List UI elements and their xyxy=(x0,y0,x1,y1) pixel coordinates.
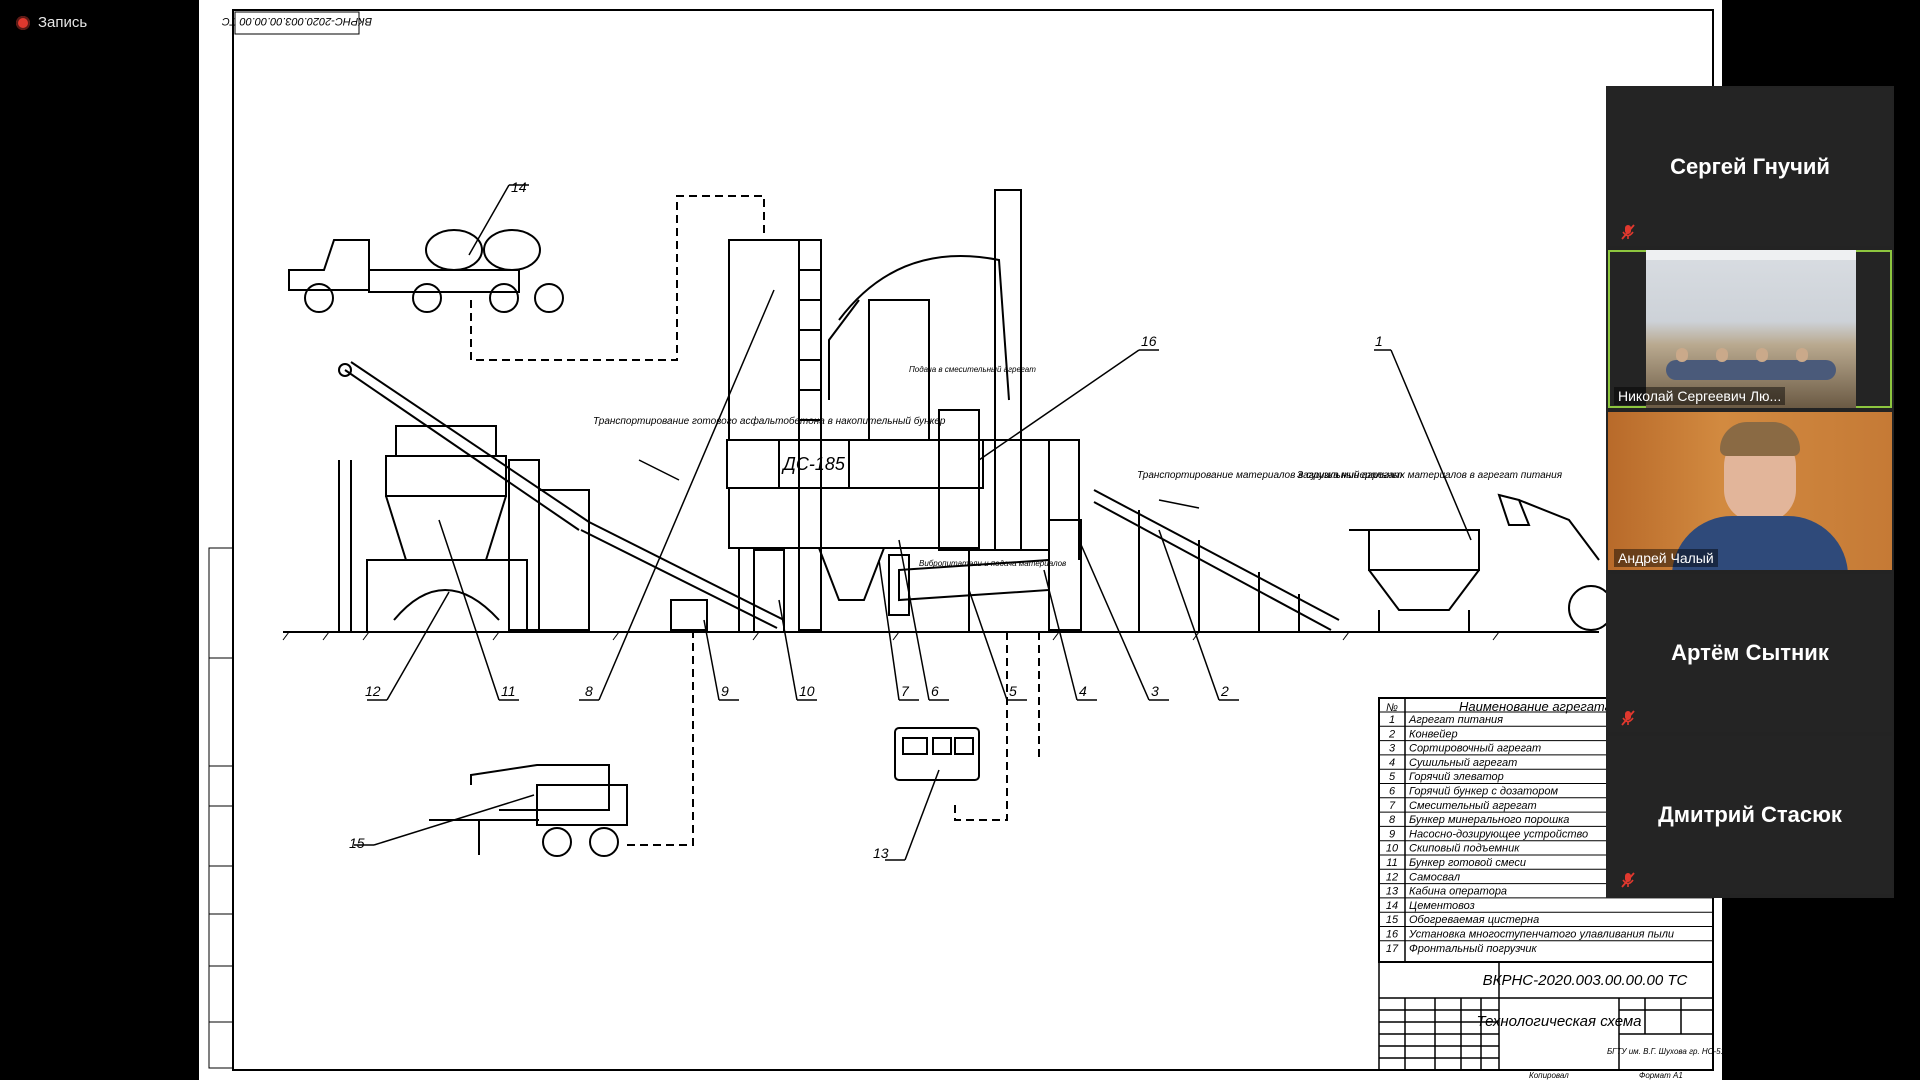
feed-unit xyxy=(1349,529,1480,632)
spec-row-num: 10 xyxy=(1386,843,1399,855)
video-feed xyxy=(1646,250,1856,408)
annotation-feed: Подача в смесительный агрегат xyxy=(909,365,1036,374)
spec-row-name: Самосвал xyxy=(1409,871,1460,883)
callout-3: 3 xyxy=(1151,683,1159,699)
spec-row-name: Агрегат питания xyxy=(1408,714,1503,726)
callout-8: 8 xyxy=(585,683,593,699)
dust-collector xyxy=(938,189,1080,560)
spec-row-name: Конвейер xyxy=(1409,728,1458,740)
spec-row-num: 15 xyxy=(1386,914,1399,926)
recording-indicator[interactable]: Запись xyxy=(16,14,87,31)
mic-muted-icon xyxy=(1621,710,1635,726)
mixing-tower xyxy=(726,239,1010,633)
spec-row-name: Установка многоступенчатого улавливания … xyxy=(1408,929,1674,941)
participant-tile-active[interactable]: Николай Сергеевич Лю... xyxy=(1608,250,1892,408)
spec-row-name: Сушильный агрегат xyxy=(1409,757,1517,769)
participants-panel[interactable]: Сергей Гнучий Николай Сергеевич Лю... Ан… xyxy=(1606,86,1894,898)
shared-screen: ВКРНС-2020.003.00.00.00 ТС xyxy=(199,0,1722,1080)
spec-row-name: Сортировочный агрегат xyxy=(1409,743,1541,755)
participant-tile[interactable]: Сергей Гнучий xyxy=(1608,88,1892,246)
spec-row-name: Насосно-дозирующее устройство xyxy=(1409,828,1588,840)
title-org: БГТУ им. В.Г. Шухова гр. НС-51 xyxy=(1607,1047,1722,1056)
spec-row-name: Горячий элеватор xyxy=(1409,771,1504,783)
title-block xyxy=(1378,961,1714,1071)
spec-header-num: № xyxy=(1386,702,1398,714)
spec-row-num: 14 xyxy=(1386,900,1398,912)
spec-row-num: 1 xyxy=(1389,714,1395,726)
spec-row-name: Цементовоз xyxy=(1409,900,1475,912)
spec-row-num: 17 xyxy=(1386,943,1399,955)
technical-drawing: ВКРНС-2020.003.00.00.00 ТС xyxy=(208,9,1722,1080)
callout-11: 11 xyxy=(501,683,516,699)
spec-row-num: 6 xyxy=(1389,786,1396,798)
callout-10: 10 xyxy=(799,683,815,699)
spec-row-num: 9 xyxy=(1389,828,1395,840)
recording-label: Запись xyxy=(38,14,88,31)
callout-13: 13 xyxy=(873,845,889,861)
spec-row-name: Скиповый подъемник xyxy=(1409,843,1520,855)
participant-name: Дмитрий Стасюк xyxy=(1658,802,1842,827)
callout-16: 16 xyxy=(1141,333,1157,349)
participant-tile[interactable]: Артём Сытник xyxy=(1608,574,1892,732)
spec-row-num: 11 xyxy=(1386,857,1397,869)
annotation-loading: Загрузка минеральных материалов в агрега… xyxy=(1297,470,1563,481)
spec-row-num: 2 xyxy=(1388,728,1395,740)
spec-row-name: Горячий бункер с дозатором xyxy=(1409,786,1558,798)
mic-muted-icon xyxy=(1621,872,1635,888)
annotation-transport-materials: Транспортирование материалов в сушильный… xyxy=(1137,470,1402,481)
spec-row-name: Фронтальный погрузчик xyxy=(1409,943,1538,955)
conveyor xyxy=(1093,489,1340,632)
callout-12: 12 xyxy=(365,683,381,699)
annotation-vibro: Вибропитатели и подача материалов xyxy=(919,559,1066,568)
spec-row-name: Бункер минерального порошка xyxy=(1409,814,1569,826)
spec-row-name: Обогреваемая цистерна xyxy=(1409,914,1539,926)
spec-row-name: Бункер готовой смеси xyxy=(1409,857,1526,869)
callout-2: 2 xyxy=(1220,683,1229,699)
callout-9: 9 xyxy=(721,683,729,699)
front-loader xyxy=(1497,493,1614,631)
spec-row-name: Кабина оператора xyxy=(1409,886,1507,898)
participant-tile[interactable]: Андрей Чалый xyxy=(1608,412,1892,570)
spec-row-num: 16 xyxy=(1386,929,1399,941)
callout-14: 14 xyxy=(511,179,527,195)
title-text: Технологическая схема xyxy=(1477,1013,1642,1030)
callout-6: 6 xyxy=(931,683,939,699)
unit-caption: ДС-185 xyxy=(781,454,846,474)
callout-4: 4 xyxy=(1079,683,1087,699)
participant-name: Артём Сытник xyxy=(1671,640,1829,665)
storage-bin xyxy=(338,361,590,633)
spec-row-num: 8 xyxy=(1389,814,1396,826)
dryer-drum xyxy=(888,519,1082,631)
callout-5: 5 xyxy=(1009,683,1017,699)
callout-1: 1 xyxy=(1375,333,1383,349)
video-feed xyxy=(1608,412,1892,570)
record-icon xyxy=(16,15,30,30)
participant-name: Андрей Чалый xyxy=(1614,549,1718,567)
spec-row-num: 4 xyxy=(1389,757,1395,769)
spec-row-num: 5 xyxy=(1389,771,1396,783)
participant-name: Сергей Гнучий xyxy=(1670,154,1830,179)
title-copied: Копировал xyxy=(1529,1071,1569,1080)
callout-7: 7 xyxy=(901,683,910,699)
spec-row-num: 7 xyxy=(1389,800,1396,812)
drawing-stamp: ВКРНС-2020.003.00.00.00 ТС xyxy=(222,15,372,27)
operator-cabin xyxy=(894,727,980,781)
spec-row-name: Смесительный агрегат xyxy=(1409,800,1537,812)
cement-truck xyxy=(288,229,564,313)
callout-15: 15 xyxy=(349,835,365,851)
title-format: Формат А1 xyxy=(1639,1071,1683,1080)
heated-tanker xyxy=(429,764,628,857)
spec-row-num: 13 xyxy=(1386,886,1399,898)
spec-row-num: 3 xyxy=(1389,743,1396,755)
spec-header-name: Наименование агрегата xyxy=(1459,699,1612,714)
participant-tile[interactable]: Дмитрий Стасюк xyxy=(1608,736,1892,894)
title-code: ВКРНС-2020.003.00.00.00 ТС xyxy=(1483,972,1688,989)
spec-row-num: 12 xyxy=(1386,871,1398,883)
spec-table: № Наименование агрегата 1 Агрегат питания… xyxy=(1378,697,1714,963)
mic-muted-icon xyxy=(1621,224,1635,240)
participant-name: Николай Сергеевич Лю... xyxy=(1614,387,1786,405)
annotation-transport-ready: Транспортирование готового асфальтобетон… xyxy=(593,415,946,427)
